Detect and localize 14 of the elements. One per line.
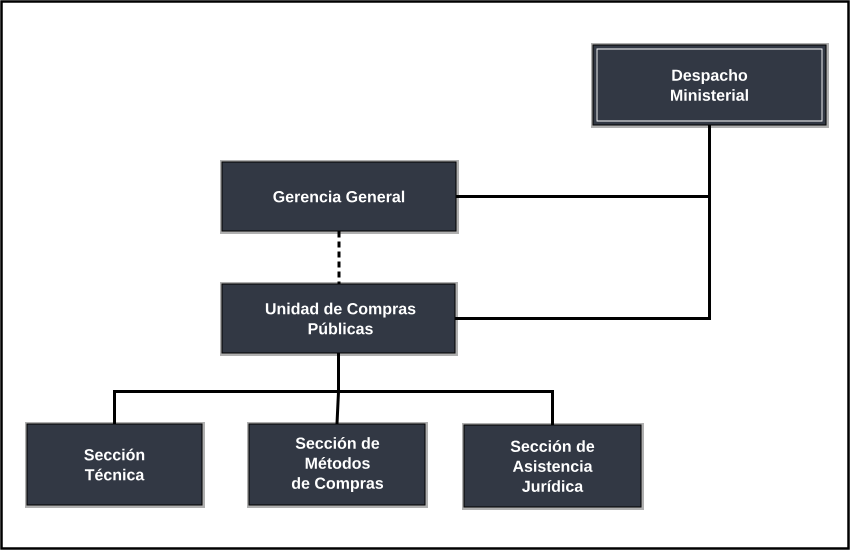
unit-box: Unidad de Compras Públicas — [220, 282, 458, 356]
unit-box: Sección Técnica — [25, 422, 205, 508]
unit-box: Sección de Métodos de Compras — [247, 422, 428, 508]
unit-box: Despacho Ministerial — [591, 43, 829, 128]
dashed-line — [338, 232, 340, 284]
unit-box: Gerencia General — [220, 160, 459, 234]
connector-line — [456, 195, 710, 198]
connector-line — [338, 390, 554, 424]
connector-line — [337, 354, 340, 392]
unit-box: Sección de Asistencia Jurídica — [462, 423, 644, 510]
connector-line — [456, 196, 711, 320]
connector-line — [113, 390, 338, 424]
connector-line — [336, 391, 340, 424]
connector-line — [708, 126, 711, 196]
